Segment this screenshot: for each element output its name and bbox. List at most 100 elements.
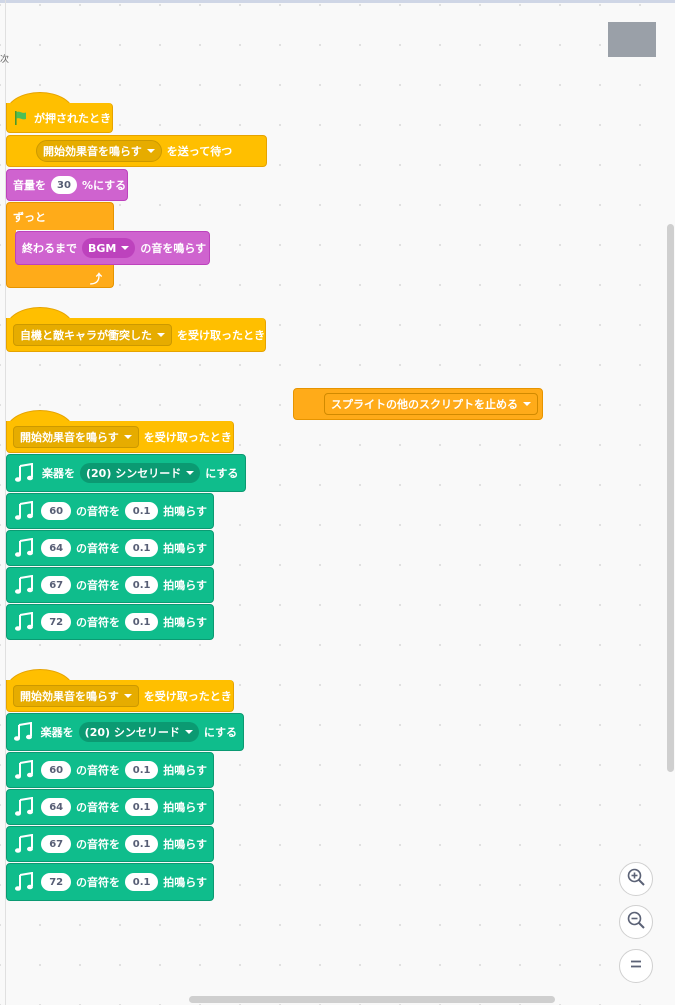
play-note-block[interactable]: 64 の音符を 0.1 拍鳴らす xyxy=(6,789,214,825)
block-label: にする xyxy=(203,726,237,739)
top-border xyxy=(0,0,675,3)
block-label: を受け取ったとき xyxy=(177,328,265,342)
instrument-dropdown[interactable]: (20) シンセリード xyxy=(80,463,201,483)
message-dropdown[interactable]: 開始効果音を鳴らす xyxy=(13,684,139,707)
beats-input[interactable]: 0.1 xyxy=(124,502,159,520)
dropdown-arrow-icon xyxy=(186,471,195,475)
green-flag-icon xyxy=(13,110,29,126)
block-label: 拍鳴らす xyxy=(163,838,207,851)
zoom-in-icon xyxy=(626,867,646,891)
beats-input[interactable]: 0.1 xyxy=(124,835,159,853)
zoom-out-button[interactable] xyxy=(619,905,653,939)
dropdown-arrow-icon xyxy=(157,332,165,337)
music-note-icon xyxy=(13,500,36,522)
beats-input[interactable]: 0.1 xyxy=(124,576,159,594)
block-label: 音量を xyxy=(13,179,46,192)
message-dropdown[interactable]: 開始効果音を鳴らす xyxy=(13,425,139,448)
note-input[interactable]: 72 xyxy=(41,873,71,891)
note-input[interactable]: 60 xyxy=(41,761,71,779)
play-note-block[interactable]: 67 の音符を 0.1 拍鳴らす xyxy=(6,567,214,603)
music-note-icon xyxy=(13,833,36,855)
music-note-icon xyxy=(13,796,36,818)
beats-input[interactable]: 0.1 xyxy=(124,761,159,779)
block-label: の音符を xyxy=(75,801,120,814)
play-note-block[interactable]: 72 の音符を 0.1 拍鳴らす xyxy=(6,604,214,640)
block-label: を送って待つ xyxy=(166,145,233,158)
play-note-block[interactable]: 60 の音符を 0.1 拍鳴らす xyxy=(6,752,214,788)
dropdown-arrow-icon xyxy=(523,402,531,406)
block-label: の音を鳴らす xyxy=(140,242,207,255)
zoom-reset-icon xyxy=(626,954,646,978)
zoom-reset-button[interactable] xyxy=(619,949,653,983)
note-input[interactable]: 64 xyxy=(41,798,71,816)
music-note-icon xyxy=(13,574,36,596)
block-label: 楽器を xyxy=(42,467,75,480)
block-label: 拍鳴らす xyxy=(163,801,207,814)
dropdown-arrow-icon xyxy=(184,730,193,734)
zoom-in-button[interactable] xyxy=(619,862,653,896)
dropdown-arrow-icon xyxy=(123,434,132,439)
music-note-icon xyxy=(13,537,36,559)
forever-block[interactable]: ずっと xyxy=(6,202,114,230)
music-note-icon xyxy=(13,759,36,781)
clipped-palette-text: 次 xyxy=(0,55,10,65)
music-note-icon xyxy=(13,462,37,484)
forever-bottom xyxy=(6,264,114,288)
dropdown-arrow-icon xyxy=(123,693,132,698)
block-label: の音符を xyxy=(75,505,120,518)
beats-input[interactable]: 0.1 xyxy=(124,873,159,891)
block-label: の音符を xyxy=(75,579,120,592)
note-input[interactable]: 60 xyxy=(41,502,71,520)
volume-input[interactable]: 30 xyxy=(51,176,77,194)
loop-arrow-icon: ⤴ xyxy=(90,272,103,286)
music-note-icon xyxy=(13,871,36,893)
horizontal-scrollbar[interactable] xyxy=(189,996,555,1003)
message-dropdown[interactable]: 自機と敵キャラが衝突した xyxy=(13,323,172,346)
block-label: の音符を xyxy=(75,876,120,889)
when-i-receive-block[interactable]: 開始効果音を鳴らす を受け取ったとき xyxy=(6,680,234,712)
block-label: を受け取ったとき xyxy=(143,689,232,703)
when-i-receive-block[interactable]: 自機と敵キャラが衝突した を受け取ったとき xyxy=(6,318,266,352)
play-note-block[interactable]: 72 の音符を 0.1 拍鳴らす xyxy=(6,863,214,901)
block-label: の音符を xyxy=(75,764,120,777)
note-input[interactable]: 64 xyxy=(41,539,71,557)
block-label: にする xyxy=(205,467,239,480)
play-note-block[interactable]: 67 の音符を 0.1 拍鳴らす xyxy=(6,826,214,862)
set-volume-block[interactable]: 音量を 30 %にする xyxy=(6,169,128,201)
block-label: の音符を xyxy=(75,616,120,629)
left-border xyxy=(5,0,6,1005)
note-input[interactable]: 72 xyxy=(41,613,71,631)
stop-option-dropdown[interactable]: スプライトの他のスクリプトを止める xyxy=(324,393,538,415)
block-label: 終わるまで xyxy=(22,242,77,255)
block-label: 拍鳴らす xyxy=(163,579,207,592)
block-label: 拍鳴らす xyxy=(163,505,207,518)
message-dropdown[interactable]: 開始効果音を鳴らす xyxy=(36,140,162,162)
note-input[interactable]: 67 xyxy=(41,835,71,853)
broadcast-and-wait-block[interactable]: 開始効果音を鳴らす を送って待つ xyxy=(6,135,267,167)
set-instrument-block[interactable]: 楽器を (20) シンセリード にする xyxy=(6,454,246,492)
dropdown-arrow-icon xyxy=(121,246,130,250)
block-label: を受け取ったとき xyxy=(143,430,232,444)
play-note-block[interactable]: 64 の音符を 0.1 拍鳴らす xyxy=(6,530,214,566)
beats-input[interactable]: 0.1 xyxy=(124,613,159,631)
play-note-block[interactable]: 60 の音符を 0.1 拍鳴らす xyxy=(6,493,214,529)
stop-other-scripts-block[interactable]: スプライトの他のスクリプトを止める xyxy=(293,388,543,420)
block-label: 拍鳴らす xyxy=(163,616,207,629)
zoom-out-icon xyxy=(626,910,646,934)
music-note-icon xyxy=(13,611,36,633)
beats-input[interactable]: 0.1 xyxy=(124,539,159,557)
forever-label: ずっと xyxy=(13,210,46,224)
block-label: の音符を xyxy=(75,542,120,555)
beats-input[interactable]: 0.1 xyxy=(124,798,159,816)
stage-thumbnail[interactable] xyxy=(608,22,656,57)
sound-dropdown[interactable]: BGM xyxy=(82,238,136,258)
when-i-receive-block[interactable]: 開始効果音を鳴らす を受け取ったとき xyxy=(6,421,234,453)
vertical-scrollbar[interactable] xyxy=(667,224,674,772)
set-instrument-block[interactable]: 楽器を (20) シンセリード にする xyxy=(6,713,244,751)
block-label: %にする xyxy=(82,179,127,192)
play-until-done-block[interactable]: 終わるまで BGM の音を鳴らす xyxy=(15,231,210,265)
note-input[interactable]: 67 xyxy=(41,576,71,594)
when-flag-clicked-block[interactable]: が押されたとき xyxy=(6,103,113,133)
instrument-dropdown[interactable]: (20) シンセリード xyxy=(78,722,199,742)
forever-arm xyxy=(6,229,16,265)
